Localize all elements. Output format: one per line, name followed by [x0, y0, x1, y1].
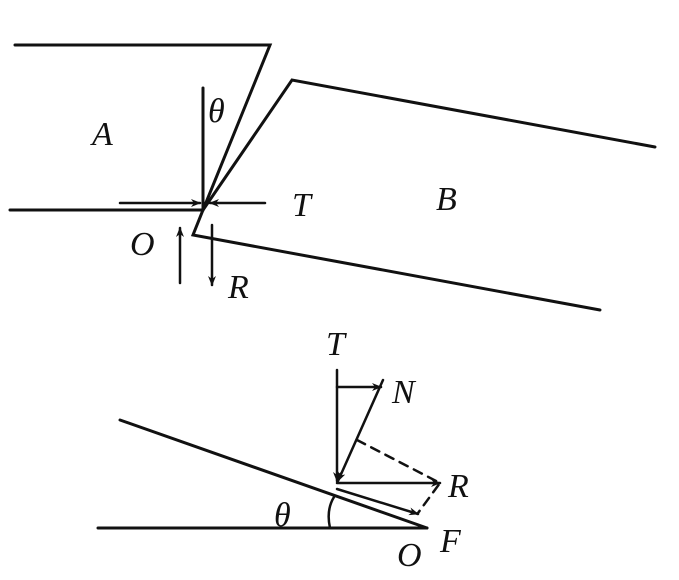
label-block-a: A — [90, 116, 113, 153]
label-angle-top: θ — [208, 93, 225, 130]
label-angle-bottom: θ — [274, 497, 291, 534]
incline-line — [118, 418, 429, 530]
label-force-t: T — [326, 326, 347, 363]
arrow-n — [336, 378, 385, 483]
label-force-t-top: T — [292, 187, 313, 224]
label-force-r: R — [447, 468, 469, 505]
label-block-b: B — [436, 181, 457, 218]
label-point-o-top: O — [130, 226, 155, 263]
label-force-n: N — [391, 374, 417, 411]
block-a-outline — [8, 43, 273, 212]
arrow-f — [335, 487, 420, 516]
label-force-r-top: R — [227, 269, 249, 306]
label-point-o-bottom: O — [397, 537, 422, 574]
block-b-outline — [190, 78, 657, 312]
dashed-parallelogram — [355, 438, 442, 515]
label-force-f: F — [439, 523, 462, 560]
angle-arc — [327, 495, 336, 530]
